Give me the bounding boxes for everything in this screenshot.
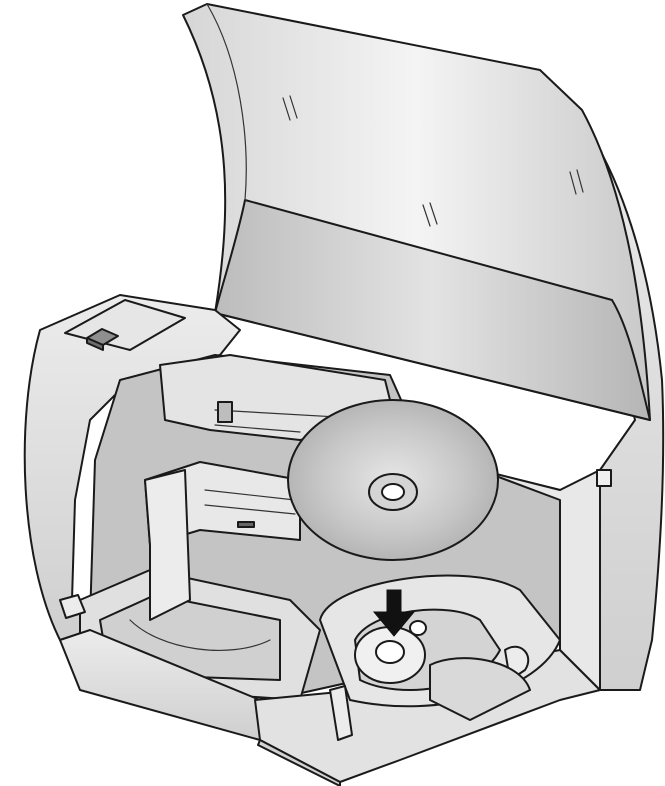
right-front-wall [479, 469, 612, 691]
left-clip [59, 594, 86, 619]
optical-disc [287, 399, 499, 561]
open-lid[interactable] [182, 3, 651, 421]
down-arrow-icon [372, 589, 416, 637]
right-shell [559, 94, 665, 691]
